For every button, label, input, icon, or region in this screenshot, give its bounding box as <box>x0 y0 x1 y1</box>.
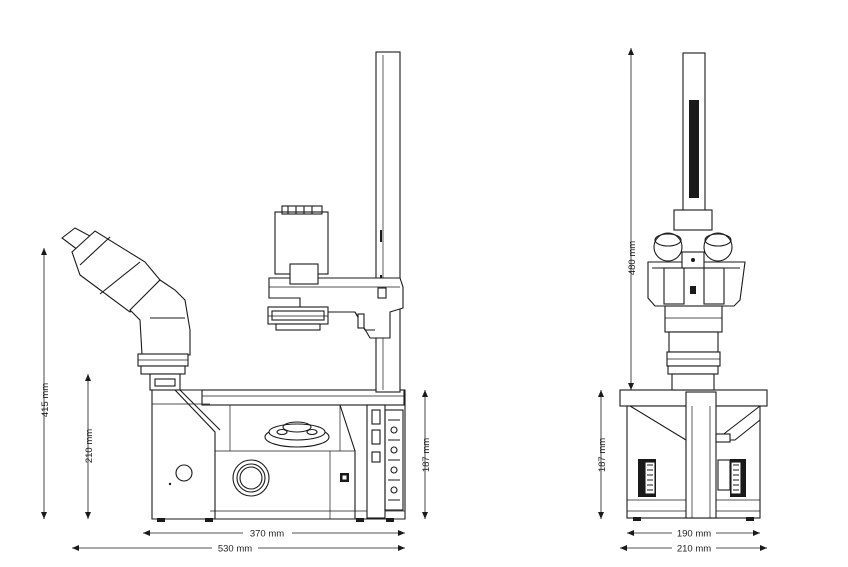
front-eyepiece-head <box>647 232 746 307</box>
side-pillar <box>375 51 401 393</box>
label-210-front: 210 mm <box>677 544 711 555</box>
dim-front-width-base: 190 mm <box>627 529 760 540</box>
dim-side-depth-base: 370 mm <box>143 529 405 540</box>
small-knob <box>175 464 193 482</box>
side-view: 415 mm 210 mm 187 mm 370 mm 530 mm <box>40 51 432 555</box>
front-pillar <box>673 52 713 231</box>
dim-side-height-base: 187 mm <box>421 390 432 519</box>
front-base-body <box>619 389 768 521</box>
label-210: 210 mm <box>84 429 95 463</box>
condenser-arm <box>267 205 404 339</box>
label-530: 530 mm <box>218 544 252 555</box>
front-view: 480 mm 187 mm 190 mm 210 mm <box>597 48 768 555</box>
dim-front-height-base: 187 mm <box>597 390 608 519</box>
dim-front-height-total: 480 mm <box>627 48 638 390</box>
dim-side-height-stage: 210 mm <box>84 374 95 519</box>
dim-side-depth-total: 530 mm <box>72 544 405 555</box>
front-neck <box>664 305 723 391</box>
label-187-side: 187 mm <box>421 438 432 472</box>
side-control-panel <box>366 404 404 519</box>
label-370: 370 mm <box>250 529 284 540</box>
label-415: 415 mm <box>40 383 51 417</box>
label-480: 480 mm <box>627 241 638 275</box>
dim-side-height-total: 415 mm <box>40 248 51 519</box>
label-190: 190 mm <box>677 529 711 540</box>
side-eyepiece-tube <box>61 227 191 391</box>
side-base-body <box>151 389 406 522</box>
focus-knob <box>232 459 270 497</box>
dim-front-width-total: 210 mm <box>620 544 767 555</box>
front-focus-knobs <box>638 459 746 497</box>
objective-turret <box>264 421 330 448</box>
label-187-front: 187 mm <box>597 438 608 472</box>
